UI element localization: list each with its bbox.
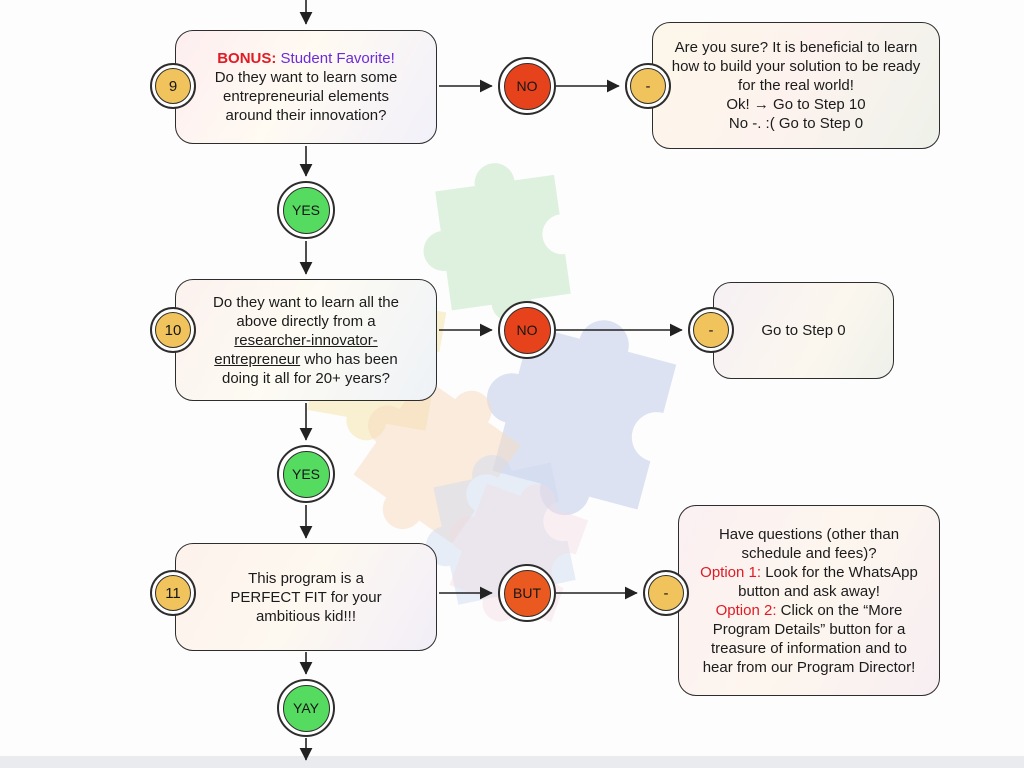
step11-statement-text: This program is a PERFECT FIT for your a… (230, 569, 382, 625)
step11-yay-label: YAY (293, 700, 319, 716)
step10-dash-label: - (708, 321, 714, 339)
step11-yay-node: YAY (277, 679, 335, 737)
step9-answer-line2: Ok! → Go to Step 10 (726, 96, 866, 113)
step9-yes-node: YES (277, 181, 335, 239)
step10-number: 10 (164, 321, 182, 339)
step9-dash-node: - (625, 63, 671, 109)
node-step11-statement: This program is a PERFECT FIT for your a… (175, 543, 437, 651)
step10-yes-label: YES (291, 466, 320, 482)
step9-no-label: NO (516, 78, 538, 94)
node-step10-answer: Go to Step 0 (713, 282, 894, 379)
step11-number: 11 (165, 584, 181, 602)
step9-question-text: Do they want to learn some entrepreneuri… (214, 69, 398, 124)
step11-but-node: BUT (498, 564, 556, 622)
step10-answer-text: Go to Step 0 (761, 322, 846, 339)
step9-no-node: NO (498, 57, 556, 115)
step10-number-badge: 10 (150, 307, 196, 353)
step11-dash-label: - (663, 584, 669, 602)
step9-dash-label: - (645, 77, 651, 95)
option1-label: Option 1: (700, 563, 762, 581)
canvas-bottom-edge (0, 756, 1024, 768)
step9-number: 9 (168, 77, 178, 95)
step10-question-text: Do they want to learn all the above dire… (196, 293, 416, 388)
student-favorite-label: Student Favorite! (280, 50, 395, 67)
step11-number-badge: 11 (150, 570, 196, 616)
step11-but-label: BUT (513, 585, 541, 601)
step10-question-part2: who has been doing it all for 20+ years? (221, 350, 398, 387)
step10-question-part1: Do they want to learn all the above dire… (213, 293, 399, 330)
node-step9-answer: Are you sure? It is beneficial to learn … (652, 22, 940, 149)
step10-no-node: NO (498, 301, 556, 359)
bonus-label: BONUS: (217, 50, 277, 67)
step11-answer-intro: Have questions (other than schedule and … (718, 525, 900, 562)
step10-question-underlined: researcher-innovator-entrepreneur (214, 331, 378, 368)
step10-no-label: NO (516, 322, 538, 338)
step9-answer-line3: No -. :( Go to Step 0 (728, 115, 864, 132)
option2-label: Option 2: (715, 601, 777, 619)
step10-dash-node: - (688, 307, 734, 353)
option1-text: Look for the WhatsApp button and ask awa… (738, 563, 918, 600)
step9-answer-line1: Are you sure? It is beneficial to learn … (671, 39, 921, 94)
node-step9-question: BONUS: Student Favorite! Do they want to… (175, 30, 437, 144)
node-step11-answer: Have questions (other than schedule and … (678, 505, 940, 696)
step10-yes-node: YES (277, 445, 335, 503)
step9-bonus-line: BONUS: Student Favorite! (188, 49, 424, 68)
step11-answer-option1: Option 1: Look for the WhatsApp button a… (696, 563, 922, 601)
step9-number-badge: 9 (150, 63, 196, 109)
node-step10-question: Do they want to learn all the above dire… (175, 279, 437, 401)
step11-dash-node: - (643, 570, 689, 616)
step11-answer-option2: Option 2: Click on the “More Program Det… (696, 601, 922, 677)
option2-text: Click on the “More Program Details” butt… (702, 601, 916, 676)
step9-yes-label: YES (291, 202, 320, 218)
